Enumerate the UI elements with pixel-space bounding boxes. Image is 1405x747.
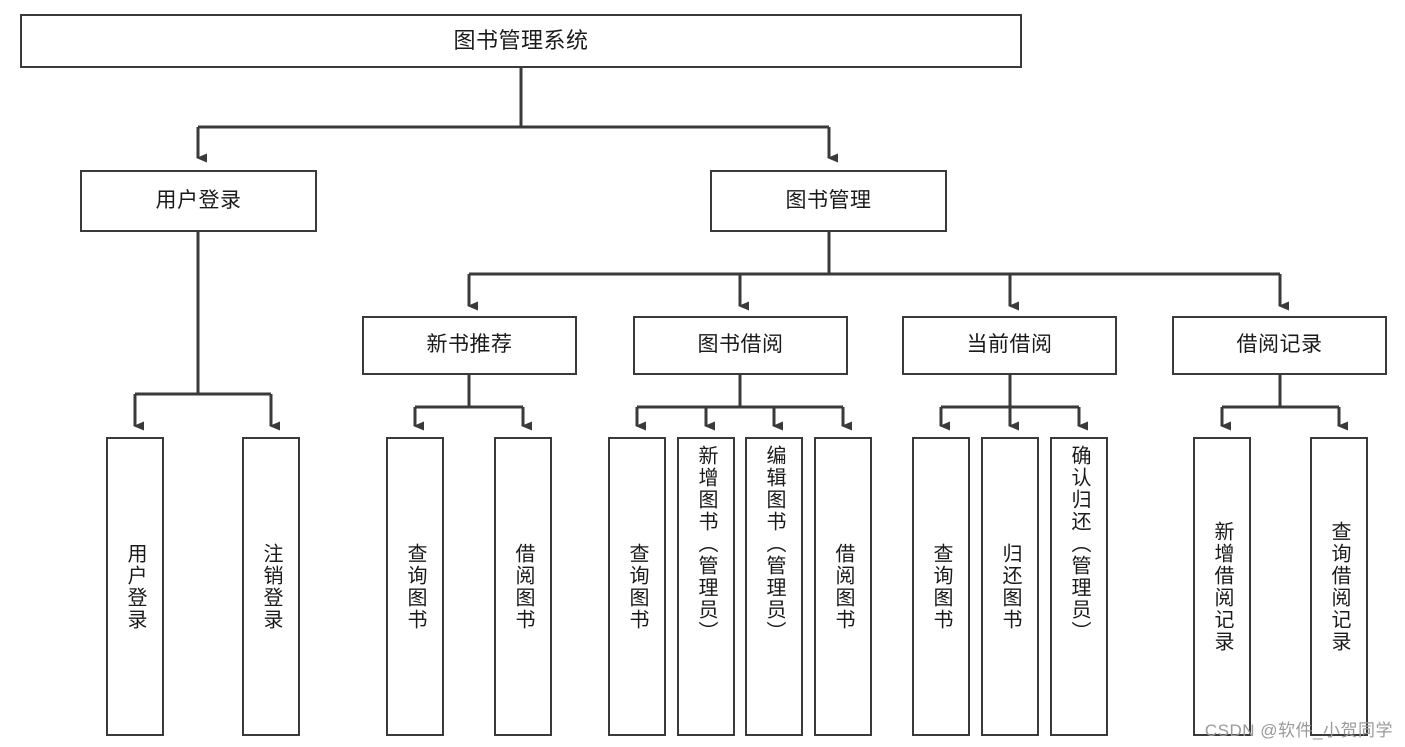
leaf-borrow-book-borrow[interactable]: 借阅图书 [814,437,872,736]
node-root[interactable]: 图书管理系统 [20,14,1022,68]
leaf-logout-label: 注销登录 [260,542,282,631]
leaf-user-login-label: 用户登录 [124,542,146,631]
node-book-borrow-label: 图书借阅 [697,333,784,357]
leaf-user-login[interactable]: 用户登录 [106,437,164,736]
leaf-return-book[interactable]: 归还图书 [981,437,1039,736]
leaf-confirm-return-admin[interactable]: 确认归还（管理员） [1050,437,1108,736]
leaf-query-book-current-label: 查询图书 [930,542,952,631]
leaf-query-borrow-record[interactable]: 查询借阅记录 [1310,437,1368,736]
leaf-confirm-return-admin-label: 确认归还（管理员） [1068,445,1090,643]
leaf-query-book-new-label: 查询图书 [404,542,426,631]
node-user-login-label: 用户登录 [155,188,242,212]
node-current-borrow[interactable]: 当前借阅 [902,316,1117,375]
node-user-login[interactable]: 用户登录 [80,170,317,232]
node-root-label: 图书管理系统 [453,28,589,54]
leaf-add-borrow-record[interactable]: 新增借阅记录 [1193,437,1251,736]
leaf-edit-book-admin-label: 编辑图书（管理员） [763,445,785,643]
node-book-management-label: 图书管理 [785,188,872,212]
leaf-query-book-new[interactable]: 查询图书 [386,437,444,736]
node-book-borrow[interactable]: 图书借阅 [633,316,848,375]
watermark-text: CSDN @软件_小贺同学 [1204,721,1393,740]
leaf-return-book-label: 归还图书 [999,542,1021,631]
leaf-borrow-book-borrow-label: 借阅图书 [832,542,854,631]
leaf-query-book-borrow[interactable]: 查询图书 [608,437,666,736]
leaf-edit-book-admin[interactable]: 编辑图书（管理员） [745,437,803,736]
node-borrow-record[interactable]: 借阅记录 [1172,316,1387,375]
node-current-borrow-label: 当前借阅 [966,333,1053,357]
node-new-book-recommend-label: 新书推荐 [426,333,513,357]
leaf-query-borrow-record-label: 查询借阅记录 [1328,520,1350,653]
leaf-add-borrow-record-label: 新增借阅记录 [1211,520,1233,653]
leaf-logout[interactable]: 注销登录 [242,437,300,736]
leaf-borrow-book-new-label: 借阅图书 [512,542,534,631]
leaf-add-book-admin-label: 新增图书（管理员） [695,445,717,643]
node-book-management[interactable]: 图书管理 [710,170,947,232]
leaf-query-book-borrow-label: 查询图书 [626,542,648,631]
leaf-add-book-admin[interactable]: 新增图书（管理员） [677,437,735,736]
node-new-book-recommend[interactable]: 新书推荐 [362,316,577,375]
leaf-query-book-current[interactable]: 查询图书 [912,437,970,736]
leaf-borrow-book-new[interactable]: 借阅图书 [494,437,552,736]
node-borrow-record-label: 借阅记录 [1236,333,1323,357]
